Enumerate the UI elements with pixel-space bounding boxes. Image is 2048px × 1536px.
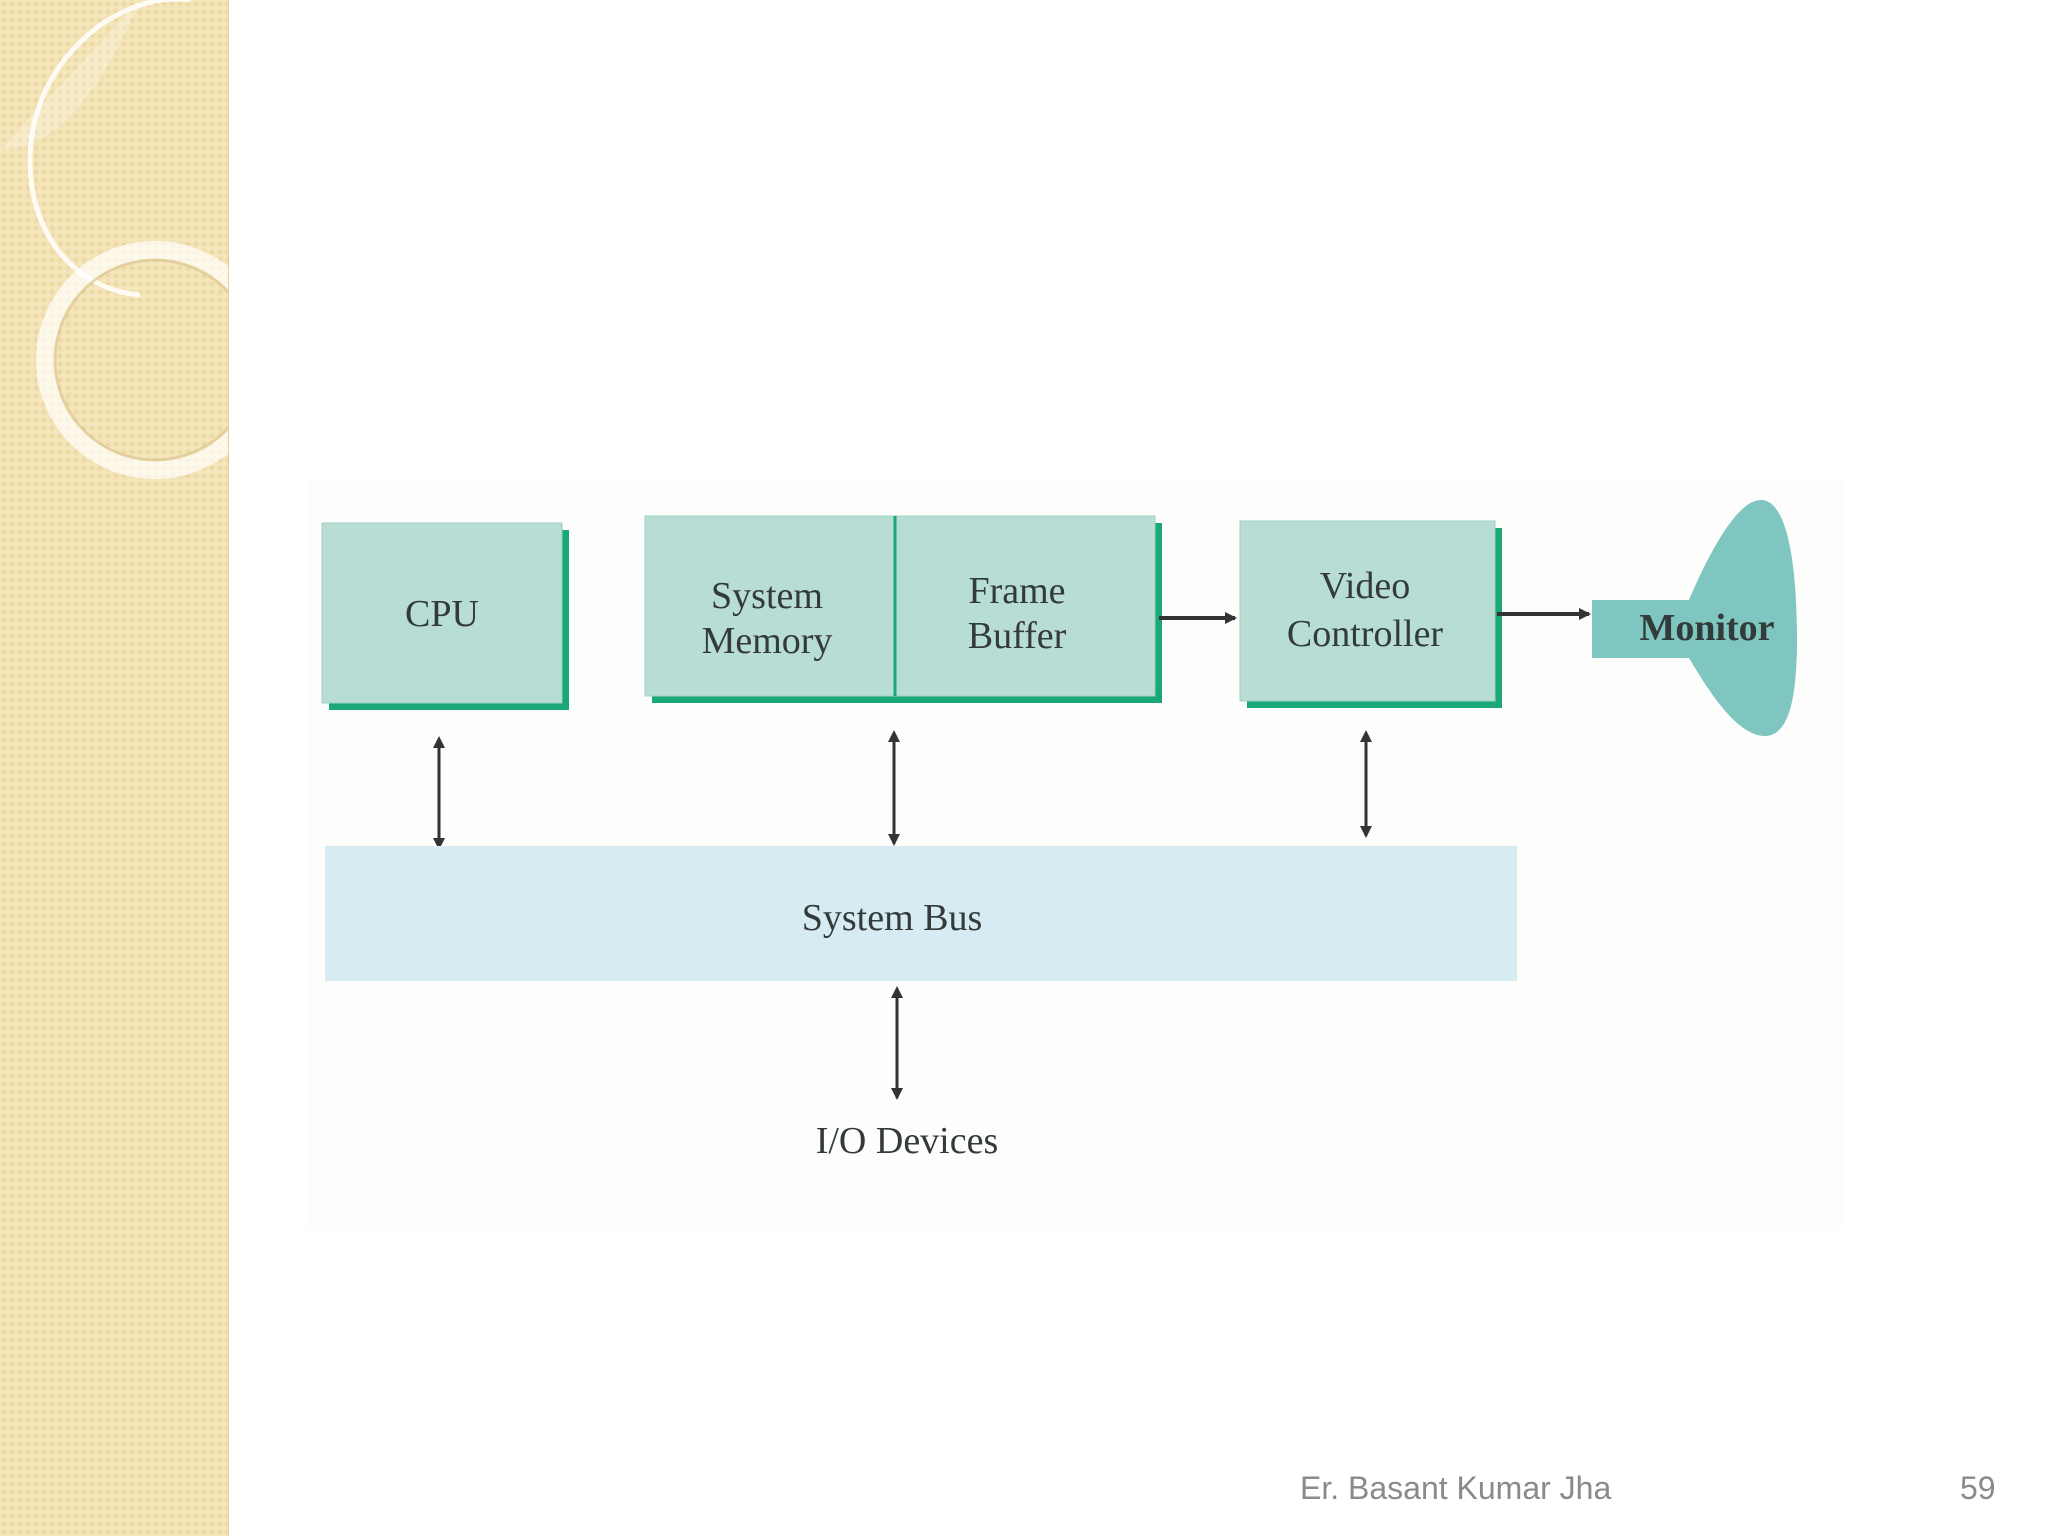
video-controller-label-line1: Video [1320,565,1411,607]
io-devices-label: I/O Devices [816,1120,999,1162]
frame-buffer-label-line2: Buffer [968,615,1067,657]
monitor-label: Monitor [1639,607,1774,649]
decorative-sidebar [0,0,229,1536]
raster-graphics-system-diagram: CPU System Memory Frame Buffer Video Con… [321,499,1797,1162]
system-bus-label: System Bus [802,897,983,939]
video-controller-box: Video Controller [1239,520,1502,708]
cpu-label: CPU [405,593,479,635]
system-memory-label-line2: Memory [702,620,833,662]
diagram-figure: CPU System Memory Frame Buffer Video Con… [307,478,1843,1230]
sidebar-rings-decoration [0,0,228,479]
monitor-shape: Monitor [1592,499,1797,737]
memory-framebuffer-box: System Memory Frame Buffer [644,515,1162,703]
system-bus: System Bus [325,846,1517,981]
page-number: 59 [1960,1470,1996,1506]
video-controller-label-line2: Controller [1287,613,1444,655]
footer-author: Er. Basant Kumar Jha [1300,1470,1612,1506]
frame-buffer-label-line1: Frame [968,570,1065,612]
cpu-box: CPU [321,522,569,710]
system-memory-label-line1: System [711,575,823,617]
